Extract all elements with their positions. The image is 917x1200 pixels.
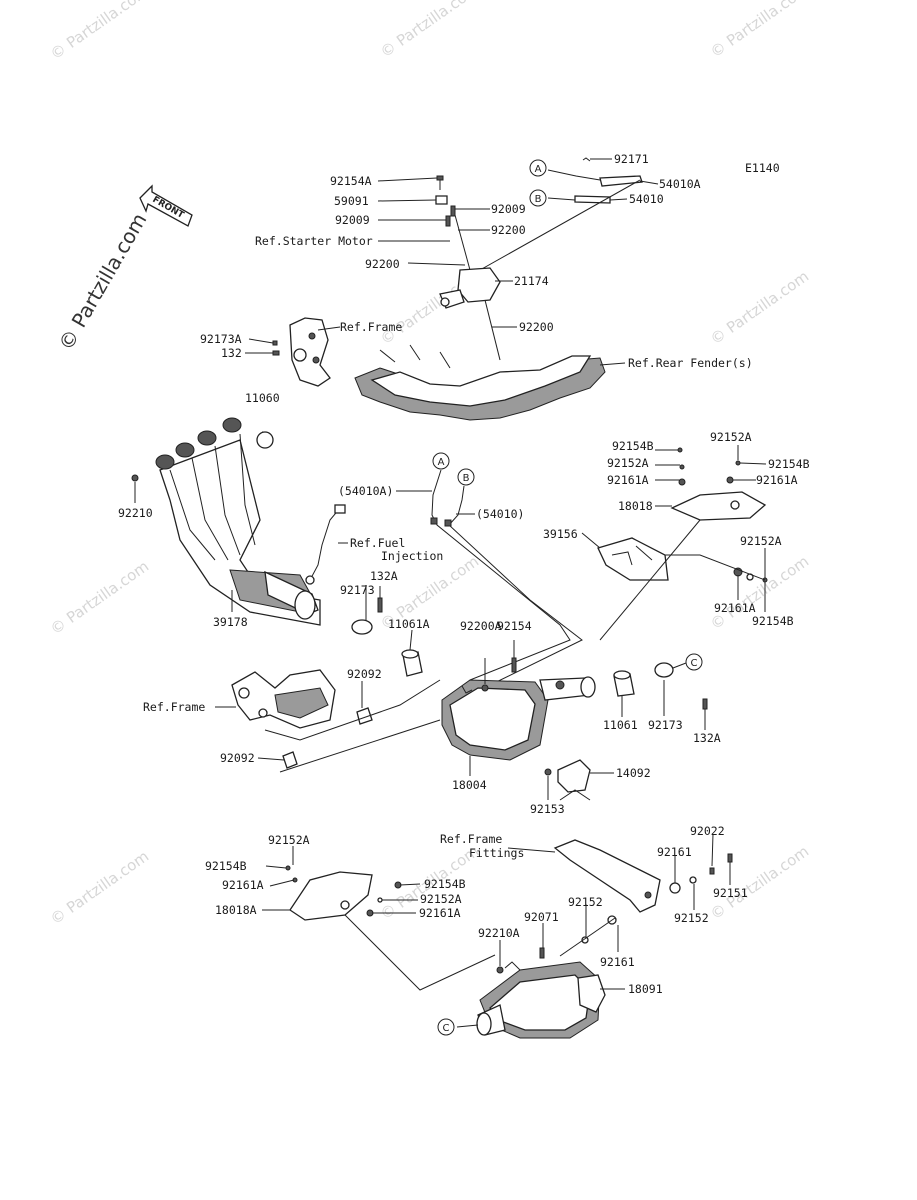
part-label: 92153 <box>530 802 565 816</box>
part-label: 92173A <box>200 332 242 346</box>
svg-text:C: C <box>443 1023 450 1034</box>
part-label: 92152 <box>674 911 709 925</box>
part-label: 92009 <box>335 213 370 227</box>
actuator-assembly <box>272 157 643 421</box>
part-label: 92022 <box>690 824 725 838</box>
svg-text:C: C <box>691 658 698 669</box>
callout-a-mid: A <box>432 452 450 470</box>
callout-c-right: C <box>685 653 703 671</box>
part-label: 92154B <box>424 877 466 891</box>
part-label: 132A <box>370 569 398 583</box>
watermark: © Partzilla.com <box>47 557 152 638</box>
catalyzer-assembly <box>351 597 708 801</box>
part-label: 92210 <box>118 506 153 520</box>
ref-frame: Ref.Frame <box>340 320 402 334</box>
part-labels: 92171 54010A 54010 92154A 59091 92009 92… <box>118 152 810 996</box>
part-label: 92210A <box>478 926 520 940</box>
diagram-code: E1140 <box>745 161 780 175</box>
part-label: 92071 <box>524 910 559 924</box>
heat-shield-right <box>597 447 768 641</box>
part-label: 18091 <box>628 982 663 996</box>
part-label: 92171 <box>614 152 649 166</box>
part-label: 39178 <box>213 615 248 629</box>
ref-frame-fittings: Ref.Frame <box>440 832 502 846</box>
watermark: © Partzilla.com <box>47 847 152 928</box>
part-label: 18018A <box>215 903 257 917</box>
part-label: 11061 <box>603 718 638 732</box>
part-label: 92152 <box>568 895 603 909</box>
part-label: 92161A <box>419 906 461 920</box>
svg-text:B: B <box>463 473 470 484</box>
part-label: 92154B <box>205 859 247 873</box>
valve-cables <box>430 469 583 691</box>
part-label: (54010) <box>476 507 524 521</box>
part-label: 92200 <box>519 320 554 334</box>
callout-a-top: A <box>529 159 547 177</box>
part-label: 39156 <box>543 527 578 541</box>
part-label: 92154 <box>497 619 532 633</box>
part-label: 92151 <box>713 886 748 900</box>
svg-text:A: A <box>438 457 445 468</box>
part-label: 54010A <box>659 177 701 191</box>
callout-b-mid: B <box>457 468 475 486</box>
leader-lines <box>134 158 767 1028</box>
big-watermark: © Partzilla.com <box>54 209 152 355</box>
part-label: 92161A <box>222 878 264 892</box>
part-label: 92154B <box>752 614 794 628</box>
part-label: 92154B <box>612 439 654 453</box>
part-label: 59091 <box>334 194 369 208</box>
part-label: 92154A <box>330 174 372 188</box>
part-label: 92009 <box>491 202 526 216</box>
watermark: © Partzilla.com <box>707 267 812 348</box>
part-label: 92092 <box>347 667 382 681</box>
part-label: 92154B <box>768 457 810 471</box>
part-label: 92152A <box>420 892 462 906</box>
part-label: 92161A <box>607 473 649 487</box>
ref-frame-fittings: Fittings <box>469 846 524 860</box>
part-label: (54010A) <box>338 484 393 498</box>
part-label: 14092 <box>616 766 651 780</box>
part-label: 92173 <box>648 718 683 732</box>
part-label: 92152A <box>710 430 752 444</box>
watermark: © Partzilla.com <box>707 842 812 923</box>
muffler-assembly <box>285 839 733 1039</box>
exhaust-header-pipes <box>131 417 346 626</box>
ref-fuel-injection: Injection <box>381 549 443 563</box>
part-label: 92200A <box>460 619 502 633</box>
callout-c-bottom: C <box>437 1018 455 1036</box>
ref-fuel-injection: Ref.Fuel <box>350 536 405 550</box>
part-label: 11060 <box>245 391 280 405</box>
part-label: 18004 <box>452 778 487 792</box>
callout-b-top: B <box>529 189 547 207</box>
watermark: © Partzilla.com <box>47 0 152 63</box>
watermark: © Partzilla.com <box>377 0 482 61</box>
ref-starter-motor: Ref.Starter Motor <box>255 234 373 248</box>
svg-text:A: A <box>535 164 542 175</box>
part-label: 21174 <box>514 274 549 288</box>
part-label: 92161A <box>756 473 798 487</box>
part-label: 92200 <box>365 257 400 271</box>
watermark: © Partzilla.com <box>707 0 812 61</box>
part-label: 92152A <box>740 534 782 548</box>
part-label: 92152A <box>268 833 310 847</box>
part-label: 11061A <box>388 617 430 631</box>
svg-text:B: B <box>535 194 542 205</box>
part-label: 132 <box>221 346 242 360</box>
part-label: 54010 <box>629 192 664 206</box>
part-label: 132A <box>693 731 721 745</box>
part-label: 92092 <box>220 751 255 765</box>
part-label: 92161A <box>714 601 756 615</box>
part-label: 92200 <box>491 223 526 237</box>
part-label: 92173 <box>340 583 375 597</box>
part-label: 18018 <box>618 499 653 513</box>
frame-bracket-lower <box>231 669 441 773</box>
part-label: 92152A <box>607 456 649 470</box>
part-label: 92161 <box>657 845 692 859</box>
callout-circles: A B A B C C <box>432 159 703 1036</box>
ref-rear-fender: Ref.Rear Fender(s) <box>628 356 753 370</box>
ref-frame: Ref.Frame <box>143 700 205 714</box>
part-label: 92161 <box>600 955 635 969</box>
